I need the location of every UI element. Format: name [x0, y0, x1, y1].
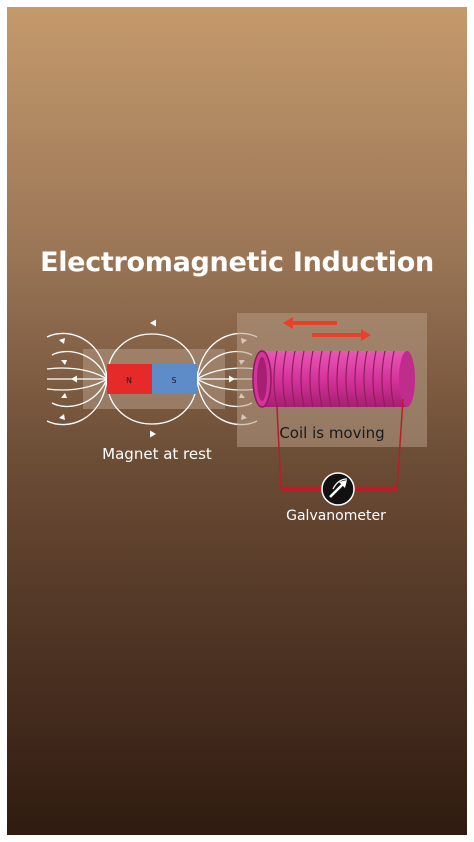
coil-group: Coil is moving: [237, 313, 427, 490]
diagram-frame: Electromagnetic Induction: [7, 7, 467, 835]
galvanometer-needle-icon: [329, 478, 348, 498]
diagram-canvas: N S Magnet at rest: [46, 313, 427, 524]
north-label: N: [126, 376, 132, 385]
coil-lead-left: [276, 406, 282, 490]
magnet-group: N S Magnet at rest: [46, 319, 258, 463]
coil-end-right: [399, 351, 415, 407]
magnet-north-pole: [107, 364, 152, 394]
diagram-title: Electromagnetic Induction: [40, 247, 434, 278]
magnet-caption: Magnet at rest: [102, 445, 212, 463]
coil-caption: Coil is moving: [279, 424, 384, 442]
motion-arrows: [283, 317, 371, 341]
coil-windings: [273, 350, 395, 408]
magnet-south-pole: [152, 364, 197, 394]
coil-body: [262, 351, 407, 407]
coil-lead-right: [396, 398, 404, 490]
south-label: S: [171, 376, 176, 385]
galvanometer-caption: Galvanometer: [286, 508, 386, 524]
galvanometer-group: Galvanometer: [281, 472, 397, 524]
